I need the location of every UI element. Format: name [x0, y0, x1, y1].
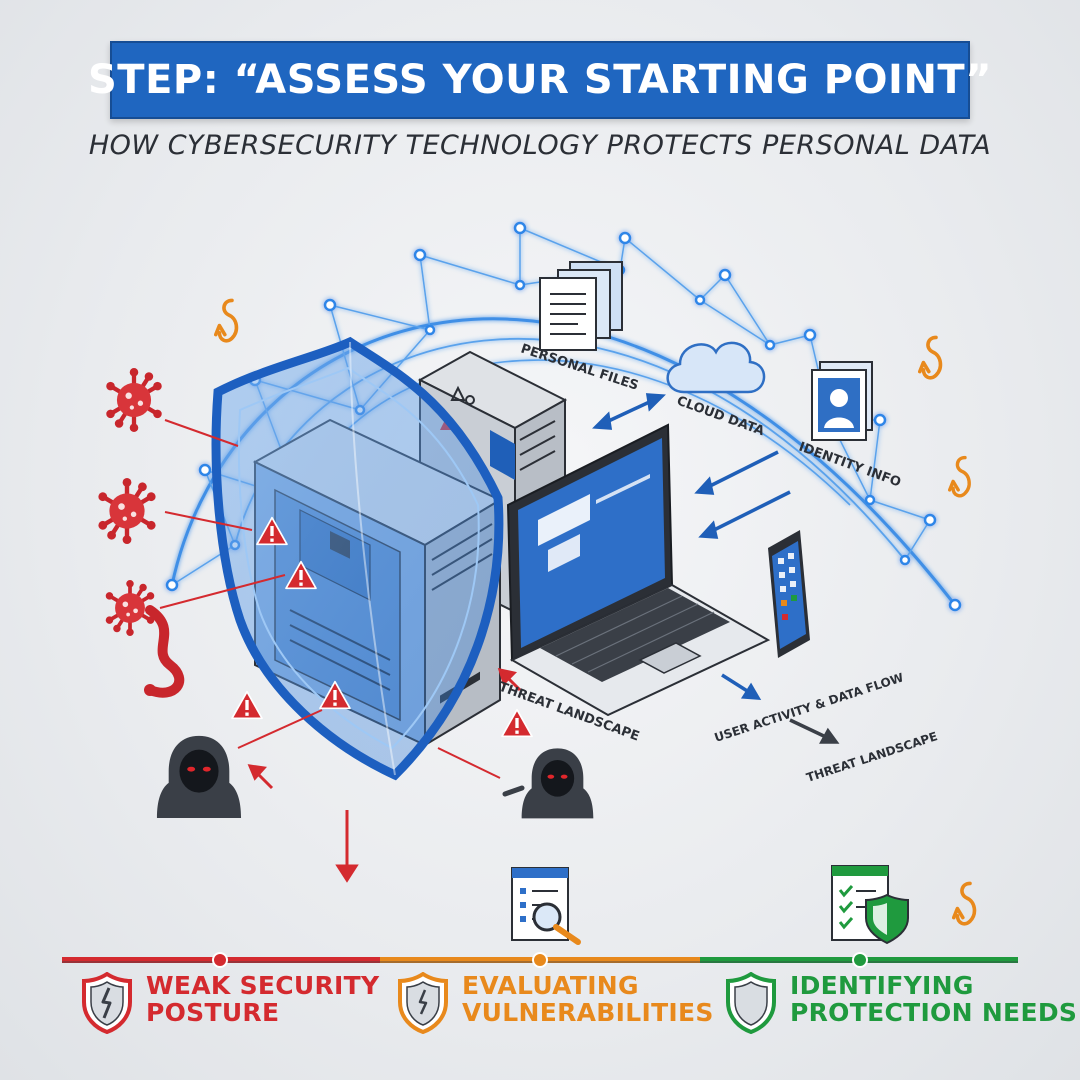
page-title: STEP: “ASSESS YOUR STARTING POINT” — [88, 57, 992, 103]
green-shield-icon — [726, 972, 776, 1034]
cloud-icon — [666, 341, 766, 394]
data-flow-arrows — [592, 393, 791, 700]
step-weak-security-posture: WEAK SECURITY POSTURE — [82, 972, 379, 1034]
magnifier-checklist-icon — [511, 867, 581, 945]
page-subtitle: HOW CYBERSECURITY TECHNOLOGY PROTECTS PE… — [88, 130, 992, 161]
step-1-line-1: WEAK SECURITY — [146, 971, 380, 1000]
identity-info-label: IDENTITY INFO — [797, 440, 903, 491]
progress-timeline — [62, 952, 1018, 968]
broken-shield-icon — [82, 972, 132, 1034]
step-3-line-1: IDENTIFYING — [790, 971, 974, 1000]
step-identifying-protection-needs: IDENTIFYING PROTECTION NEEDS — [726, 972, 1077, 1034]
step-1-line-2: POSTURE — [146, 998, 280, 1027]
smartphone — [768, 530, 810, 658]
threat-arrows — [247, 667, 522, 883]
threat-lines — [159, 419, 501, 779]
threat-arrow-right — [789, 718, 840, 744]
user-activity-label: USER ACTIVITY & DATA FLOW — [713, 670, 906, 745]
virus-icon — [98, 368, 161, 636]
cracked-shield-icon — [398, 972, 448, 1034]
hacker-pointer — [502, 785, 525, 797]
title-banner: STEP: “ASSESS YOUR STARTING POINT” — [88, 41, 992, 119]
step-2-line-1: EVALUATING — [462, 971, 639, 1000]
laptop — [506, 423, 771, 717]
document-icon — [539, 261, 623, 351]
worm-icon — [144, 605, 185, 698]
checklist-shield-icon — [831, 865, 909, 945]
shield-icon — [211, 336, 504, 781]
step-2-line-2: VULNERABILITIES — [462, 998, 714, 1027]
identity-card-icon — [811, 361, 873, 441]
step-evaluating-vulnerabilities: EVALUATING VULNERABILITIES — [398, 972, 714, 1034]
step-3-line-2: PROTECTION NEEDS — [790, 998, 1078, 1027]
